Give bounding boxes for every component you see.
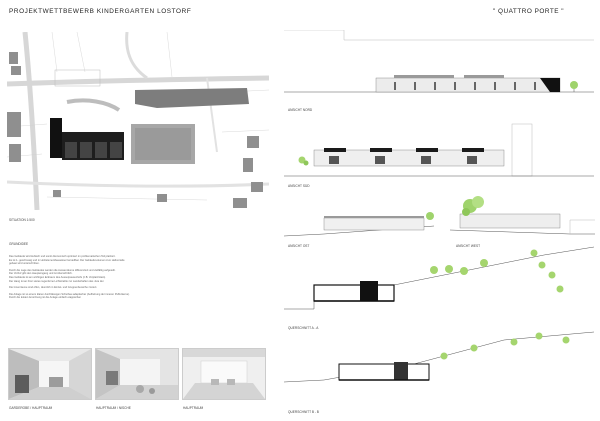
photo-caption-1: GARDEROBE / HAUPTRAUM bbox=[9, 406, 53, 410]
elevation-east bbox=[284, 196, 444, 240]
paragraph-1: Das Gebäude wird kubisch und somit ökono… bbox=[9, 255, 125, 266]
elevation-south-caption: ANSICHT SÜD bbox=[288, 184, 310, 188]
concept-text: Das Gebäude wird kubisch und somit ökono… bbox=[9, 255, 269, 303]
section-b-b-caption: QUERSCHNITT B - B bbox=[288, 410, 319, 414]
photo-garderobe bbox=[8, 348, 92, 400]
photo-hauptraum-nische bbox=[95, 348, 179, 400]
elevation-west-caption: ANSICHT WEST bbox=[456, 244, 481, 248]
paragraph-4: Die Anlage ist so einem klaren durchläss… bbox=[9, 292, 130, 300]
paragraph-2: Durch die Lage des Gebäudes werden die A… bbox=[9, 268, 116, 283]
page-title: PROJEKTWETTBEWERB KINDERGARTEN LOSTORF bbox=[9, 8, 192, 15]
site-plan-caption: SITUATION 1:500 bbox=[9, 218, 35, 222]
elevation-east-caption: ANSICHT OST bbox=[288, 244, 310, 248]
project-motto: " QUATTRO PORTE " bbox=[493, 8, 565, 15]
elevation-south bbox=[284, 120, 594, 184]
photo-hauptraum bbox=[182, 348, 266, 400]
site-plan bbox=[7, 32, 269, 210]
section-heading: GRUNDIDEE bbox=[9, 242, 29, 246]
elevation-north-caption: ANSICHT NORD bbox=[288, 108, 313, 112]
elevation-north bbox=[284, 30, 594, 102]
section-b-b bbox=[284, 330, 594, 406]
section-a-a bbox=[284, 245, 594, 321]
section-a-a-caption: QUERSCHNITT A - A bbox=[288, 326, 319, 330]
photo-caption-2: HAUPTRAUM / NISCHE bbox=[96, 406, 131, 410]
paragraph-3: Die Innenräume sind offen, räumlich in E… bbox=[9, 286, 98, 290]
elevation-west bbox=[450, 190, 595, 240]
photo-caption-3: HAUPTRAUM bbox=[183, 406, 204, 410]
